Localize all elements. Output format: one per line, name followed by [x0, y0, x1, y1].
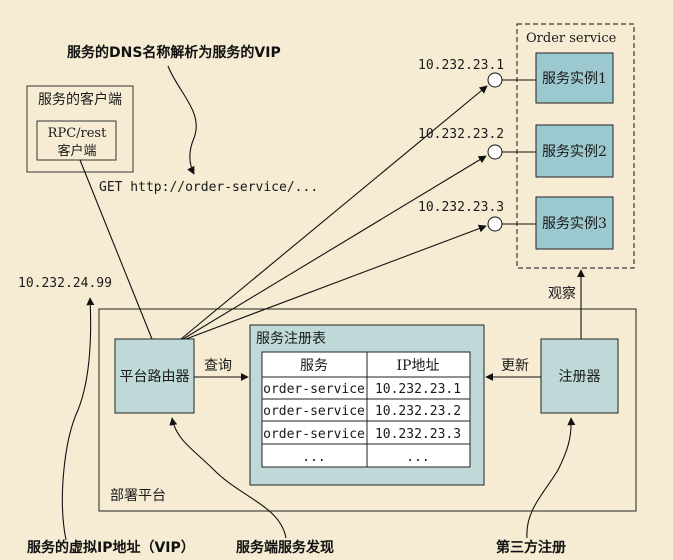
service-instance-3: 服务实例3 — [535, 196, 614, 250]
registry-header-ip: IP地址 — [397, 358, 440, 374]
table-cell: ... — [406, 450, 429, 465]
get-request-text: GET http://order-service/... — [99, 180, 318, 195]
table-cell: order-service — [263, 427, 365, 442]
rpc-client-label-line1: RPC/rest — [48, 126, 107, 141]
service-instance-2-label: 服务实例2 — [542, 144, 607, 160]
table-cell: 10.232.23.3 — [375, 427, 461, 442]
vip-annotation: 服务的虚拟IP地址（VIP） — [27, 539, 195, 556]
deployment-platform-box — [98, 308, 637, 512]
observe-label: 观察 — [548, 285, 576, 302]
client-box — [26, 85, 134, 173]
instance-ip-1: 10.232.23.1 — [418, 58, 504, 73]
third-party-registration-annotation: 第三方注册 — [496, 539, 566, 556]
registry-table: 服务 IP地址 order-service 10.232.23.1 order-… — [261, 351, 471, 468]
instance-ip-2: 10.232.23.2 — [418, 127, 504, 142]
table-cell: 10.232.23.1 — [375, 382, 461, 397]
registrar-box — [540, 338, 619, 414]
registry-header-service: 服务 — [300, 358, 328, 374]
order-service-container — [516, 23, 635, 269]
table-cell: order-service — [263, 382, 365, 397]
service-instance-1: 服务实例1 — [535, 52, 614, 104]
service-registry-title: 服务注册表 — [256, 331, 326, 347]
query-label: 查询 — [204, 358, 232, 374]
service-instance-3-label: 服务实例3 — [542, 216, 607, 232]
instance-ip-3: 10.232.23.3 — [418, 200, 504, 215]
deployment-platform-label: 部署平台 — [110, 488, 166, 504]
dns-resolution-annotation: 服务的DNS名称解析为服务的VIP — [67, 44, 281, 61]
port-circle-3 — [487, 216, 503, 232]
table-cell: ... — [302, 450, 325, 465]
update-label: 更新 — [501, 358, 529, 374]
server-side-discovery-annotation: 服务端服务发现 — [236, 539, 334, 556]
client-box-label: 服务的客户端 — [38, 91, 122, 108]
order-service-title: Order service — [526, 31, 617, 46]
service-instance-1-label: 服务实例1 — [542, 71, 607, 87]
registrar-label: 注册器 — [559, 369, 601, 385]
platform-router-box — [114, 338, 195, 414]
vip-address: 10.232.24.99 — [18, 276, 112, 291]
rpc-client-box — [36, 120, 117, 161]
platform-router-label: 平台路由器 — [120, 369, 190, 385]
port-circle-1 — [487, 72, 503, 88]
table-cell: 10.232.23.2 — [375, 404, 461, 419]
rpc-client-label-line2: 客户端 — [57, 143, 96, 159]
table-cell: order-service — [263, 404, 365, 419]
service-instance-2: 服务实例2 — [535, 124, 614, 178]
port-circle-2 — [487, 144, 503, 160]
